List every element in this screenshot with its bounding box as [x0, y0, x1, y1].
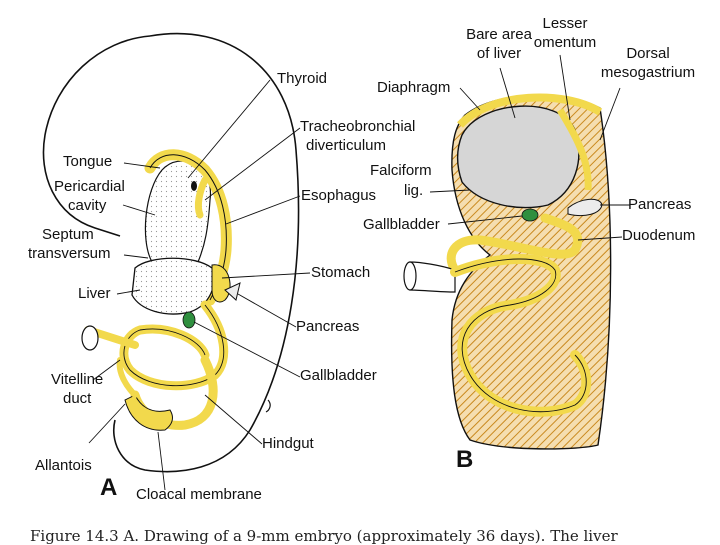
label-gallbladder-b: Gallbladder — [363, 216, 440, 233]
stomach-a — [211, 264, 231, 303]
label-tracheobronchial-2: diverticulum — [306, 137, 387, 154]
panel-b-letter: B — [456, 446, 474, 473]
label-bare-area-2: of liver — [476, 45, 522, 62]
label-duodenum: Duodenum — [622, 227, 696, 244]
label-tracheobronchial-1: Tracheobronchial — [300, 118, 416, 135]
label-dorsal-mesogastrium-2: mesogastrium — [600, 64, 696, 81]
label-vitelline-1: Vitelline — [51, 371, 104, 388]
label-stomach: Stomach — [311, 264, 371, 281]
label-falciform-2: lig. — [404, 182, 424, 199]
label-pericardial-1: Pericardial — [54, 178, 125, 195]
allantois-a — [116, 357, 138, 398]
label-liver: Liver — [78, 285, 111, 302]
label-lesser-omentum-2: omentum — [533, 34, 597, 51]
label-lesser-omentum-1: Lesser — [542, 15, 588, 32]
cloaca — [124, 394, 173, 431]
panel-b-leaders — [429, 54, 630, 241]
label-dorsal-mesogastrium-1: Dorsal — [626, 45, 670, 62]
figure-caption: Figure 14.3 A. Drawing of a 9-mm embryo … — [30, 527, 618, 545]
gallbladder-a — [182, 311, 196, 329]
label-esophagus: Esophagus — [301, 187, 377, 204]
panel-b-drawing — [403, 54, 630, 450]
gallbladder-b — [521, 208, 539, 222]
panel-a-letter: A — [100, 474, 118, 501]
label-tongue: Tongue — [63, 153, 113, 170]
duodenum-loop — [446, 213, 583, 275]
embryo-head-outline — [42, 35, 151, 237]
label-bare-area-1: Bare area — [466, 26, 532, 43]
label-septum-2: transversum — [28, 245, 111, 262]
label-diaphragm: Diaphragm — [377, 79, 451, 96]
diaphragm — [457, 93, 603, 128]
label-cloacal-membrane: Cloacal membrane — [136, 486, 262, 503]
liver-b — [456, 105, 580, 209]
vitelline-stump — [409, 261, 456, 293]
pancreas-a — [224, 282, 241, 301]
label-pancreas-b: Pancreas — [628, 196, 692, 213]
label-vitelline-2: duct — [63, 390, 92, 407]
label-septum-1: Septum — [42, 226, 94, 243]
label-pericardial-2: cavity — [68, 197, 107, 214]
label-thyroid: Thyroid — [277, 70, 328, 87]
label-allantois: Allantois — [35, 457, 92, 474]
tracheobronchial-bud — [194, 176, 209, 219]
panel-a-leaders — [88, 79, 311, 491]
embryo-body-outline — [113, 32, 300, 473]
label-falciform-1: Falciform — [370, 162, 432, 179]
lesser-omentum — [556, 108, 592, 191]
label-hindgut: Hindgut — [262, 435, 314, 452]
label-gallbladder-a: Gallbladder — [300, 367, 377, 384]
panel-a-drawing — [42, 32, 311, 491]
liver — [131, 257, 215, 315]
label-pancreas-a: Pancreas — [296, 318, 360, 335]
